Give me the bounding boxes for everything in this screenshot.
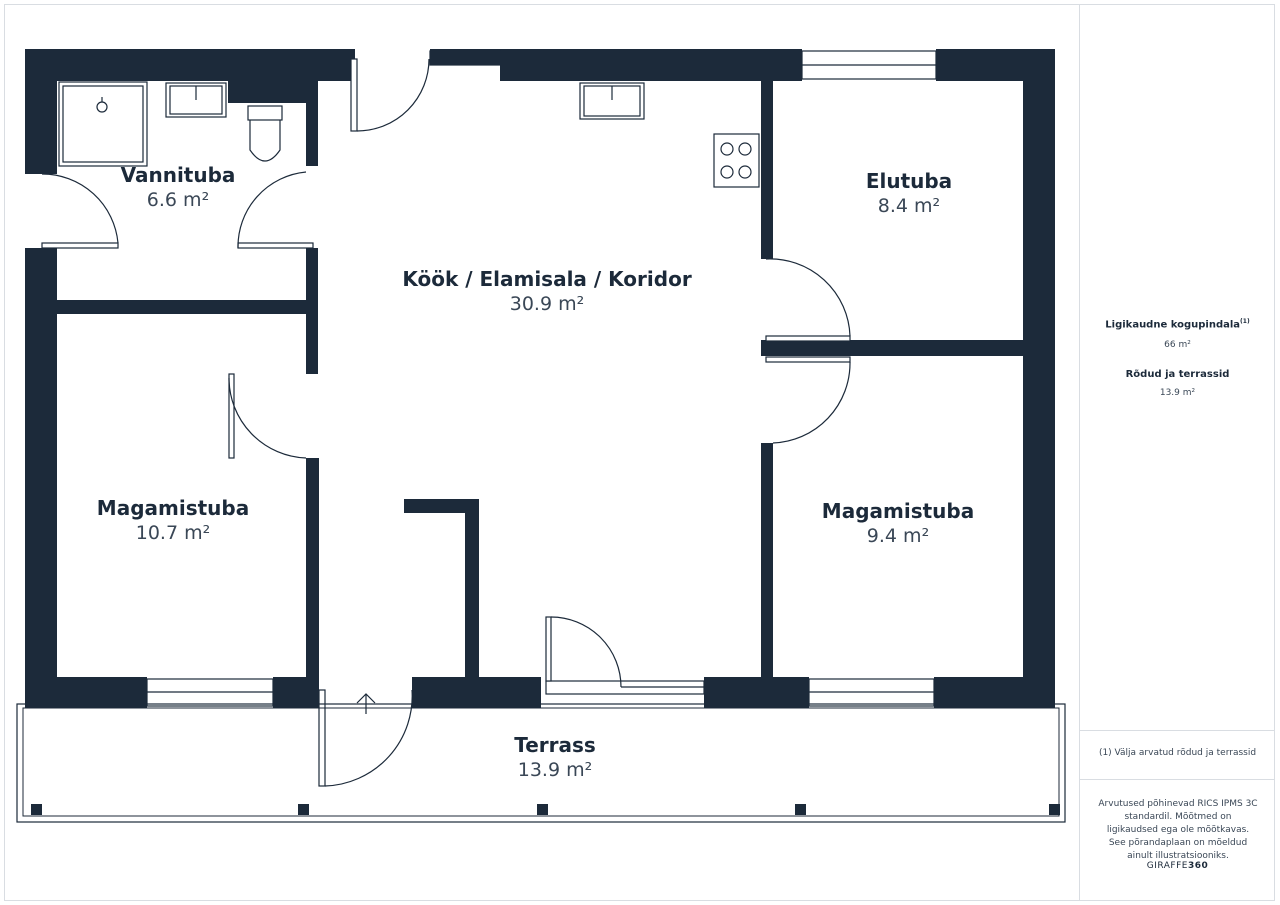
room-name: Vannituba (120, 163, 236, 187)
room-area: 10.7 m² (135, 522, 211, 544)
stove-icon (713, 133, 760, 188)
room-name: Köök / Elamisala / Koridor (402, 267, 692, 291)
sink-icon (165, 82, 227, 118)
walls (25, 49, 1055, 708)
room-terrace: Terrass 13.9 m² (514, 733, 596, 781)
toilet-icon (247, 105, 283, 162)
room-area: 8.4 m² (877, 195, 941, 217)
wall-bottom-mid-right (704, 677, 809, 708)
wall-top-window-sill (430, 49, 501, 65)
room-name: Terrass (514, 733, 596, 757)
room-name: Magamistuba (821, 499, 975, 523)
kitchen-sink-icon (579, 82, 645, 120)
sidebar-divider (1079, 4, 1080, 901)
wall-kitchen-stub-vertical (465, 499, 479, 679)
windows (146, 50, 937, 707)
wall-left-upper (25, 49, 57, 174)
room-area: 13.9 m² (517, 759, 593, 781)
room-area: 6.6 m² (146, 189, 210, 211)
wall-bedroom-right-left (761, 443, 773, 708)
sidebar-divider-top (1080, 730, 1275, 731)
wall-living-left-upper (761, 81, 773, 259)
footnote: (1) Välja arvatud rõdud ja terrassid (1098, 748, 1257, 758)
disclaimer: Arvutused põhinevad RICS IPMS 3C standar… (1098, 799, 1258, 861)
wall-living-bottom (761, 340, 1023, 356)
room-living: Elutuba 8.4 m² (866, 169, 952, 217)
brand-logo: GIRAFFE360 (1146, 861, 1209, 871)
total-area-label: Ligikaudne kogupindala(1) (1105, 318, 1250, 331)
doors (41, 58, 851, 787)
wall-right (1023, 49, 1055, 708)
wall-kitchen-stub-top (404, 499, 479, 513)
room-bathroom: Vannituba 6.6 m² (121, 163, 236, 211)
wall-bottom-right (934, 677, 1055, 708)
wall-bath-bottom (57, 300, 318, 314)
wall-bedroom-left-right-lower (306, 458, 319, 708)
wall-bottom-left (25, 677, 147, 708)
total-area-value: 66 m² (1164, 340, 1191, 350)
balcony-terrace-value: 13.9 m² (1159, 388, 1196, 398)
page-frame (4, 4, 1275, 901)
window-kitchen-top (429, 50, 501, 66)
wall-bath-top-inner (228, 81, 318, 103)
room-bedroom-left: Magamistuba 10.7 m² (97, 496, 249, 544)
shower-icon (58, 81, 148, 167)
wall-bedroom-left-right-upper (306, 248, 318, 374)
room-bedroom-right: Magamistuba 9.4 m² (822, 499, 974, 547)
room-kitchen: Köök / Elamisala / Koridor 30.9 m² (402, 267, 691, 315)
room-area: 30.9 m² (509, 293, 585, 315)
room-name: Elutuba (865, 169, 953, 193)
room-area: 9.4 m² (866, 525, 930, 547)
wall-top-middle (500, 49, 802, 81)
room-name: Magamistuba (96, 496, 250, 520)
balcony-terrace-label: Rõdud ja terrassid (1125, 369, 1230, 380)
terrace-area (16, 703, 1066, 823)
wall-top-left (25, 49, 355, 81)
floor-plan (16, 49, 1066, 823)
wall-left-lower (25, 248, 57, 708)
sidebar-divider-bottom (1080, 779, 1275, 780)
wall-bottom-mid (412, 677, 541, 708)
